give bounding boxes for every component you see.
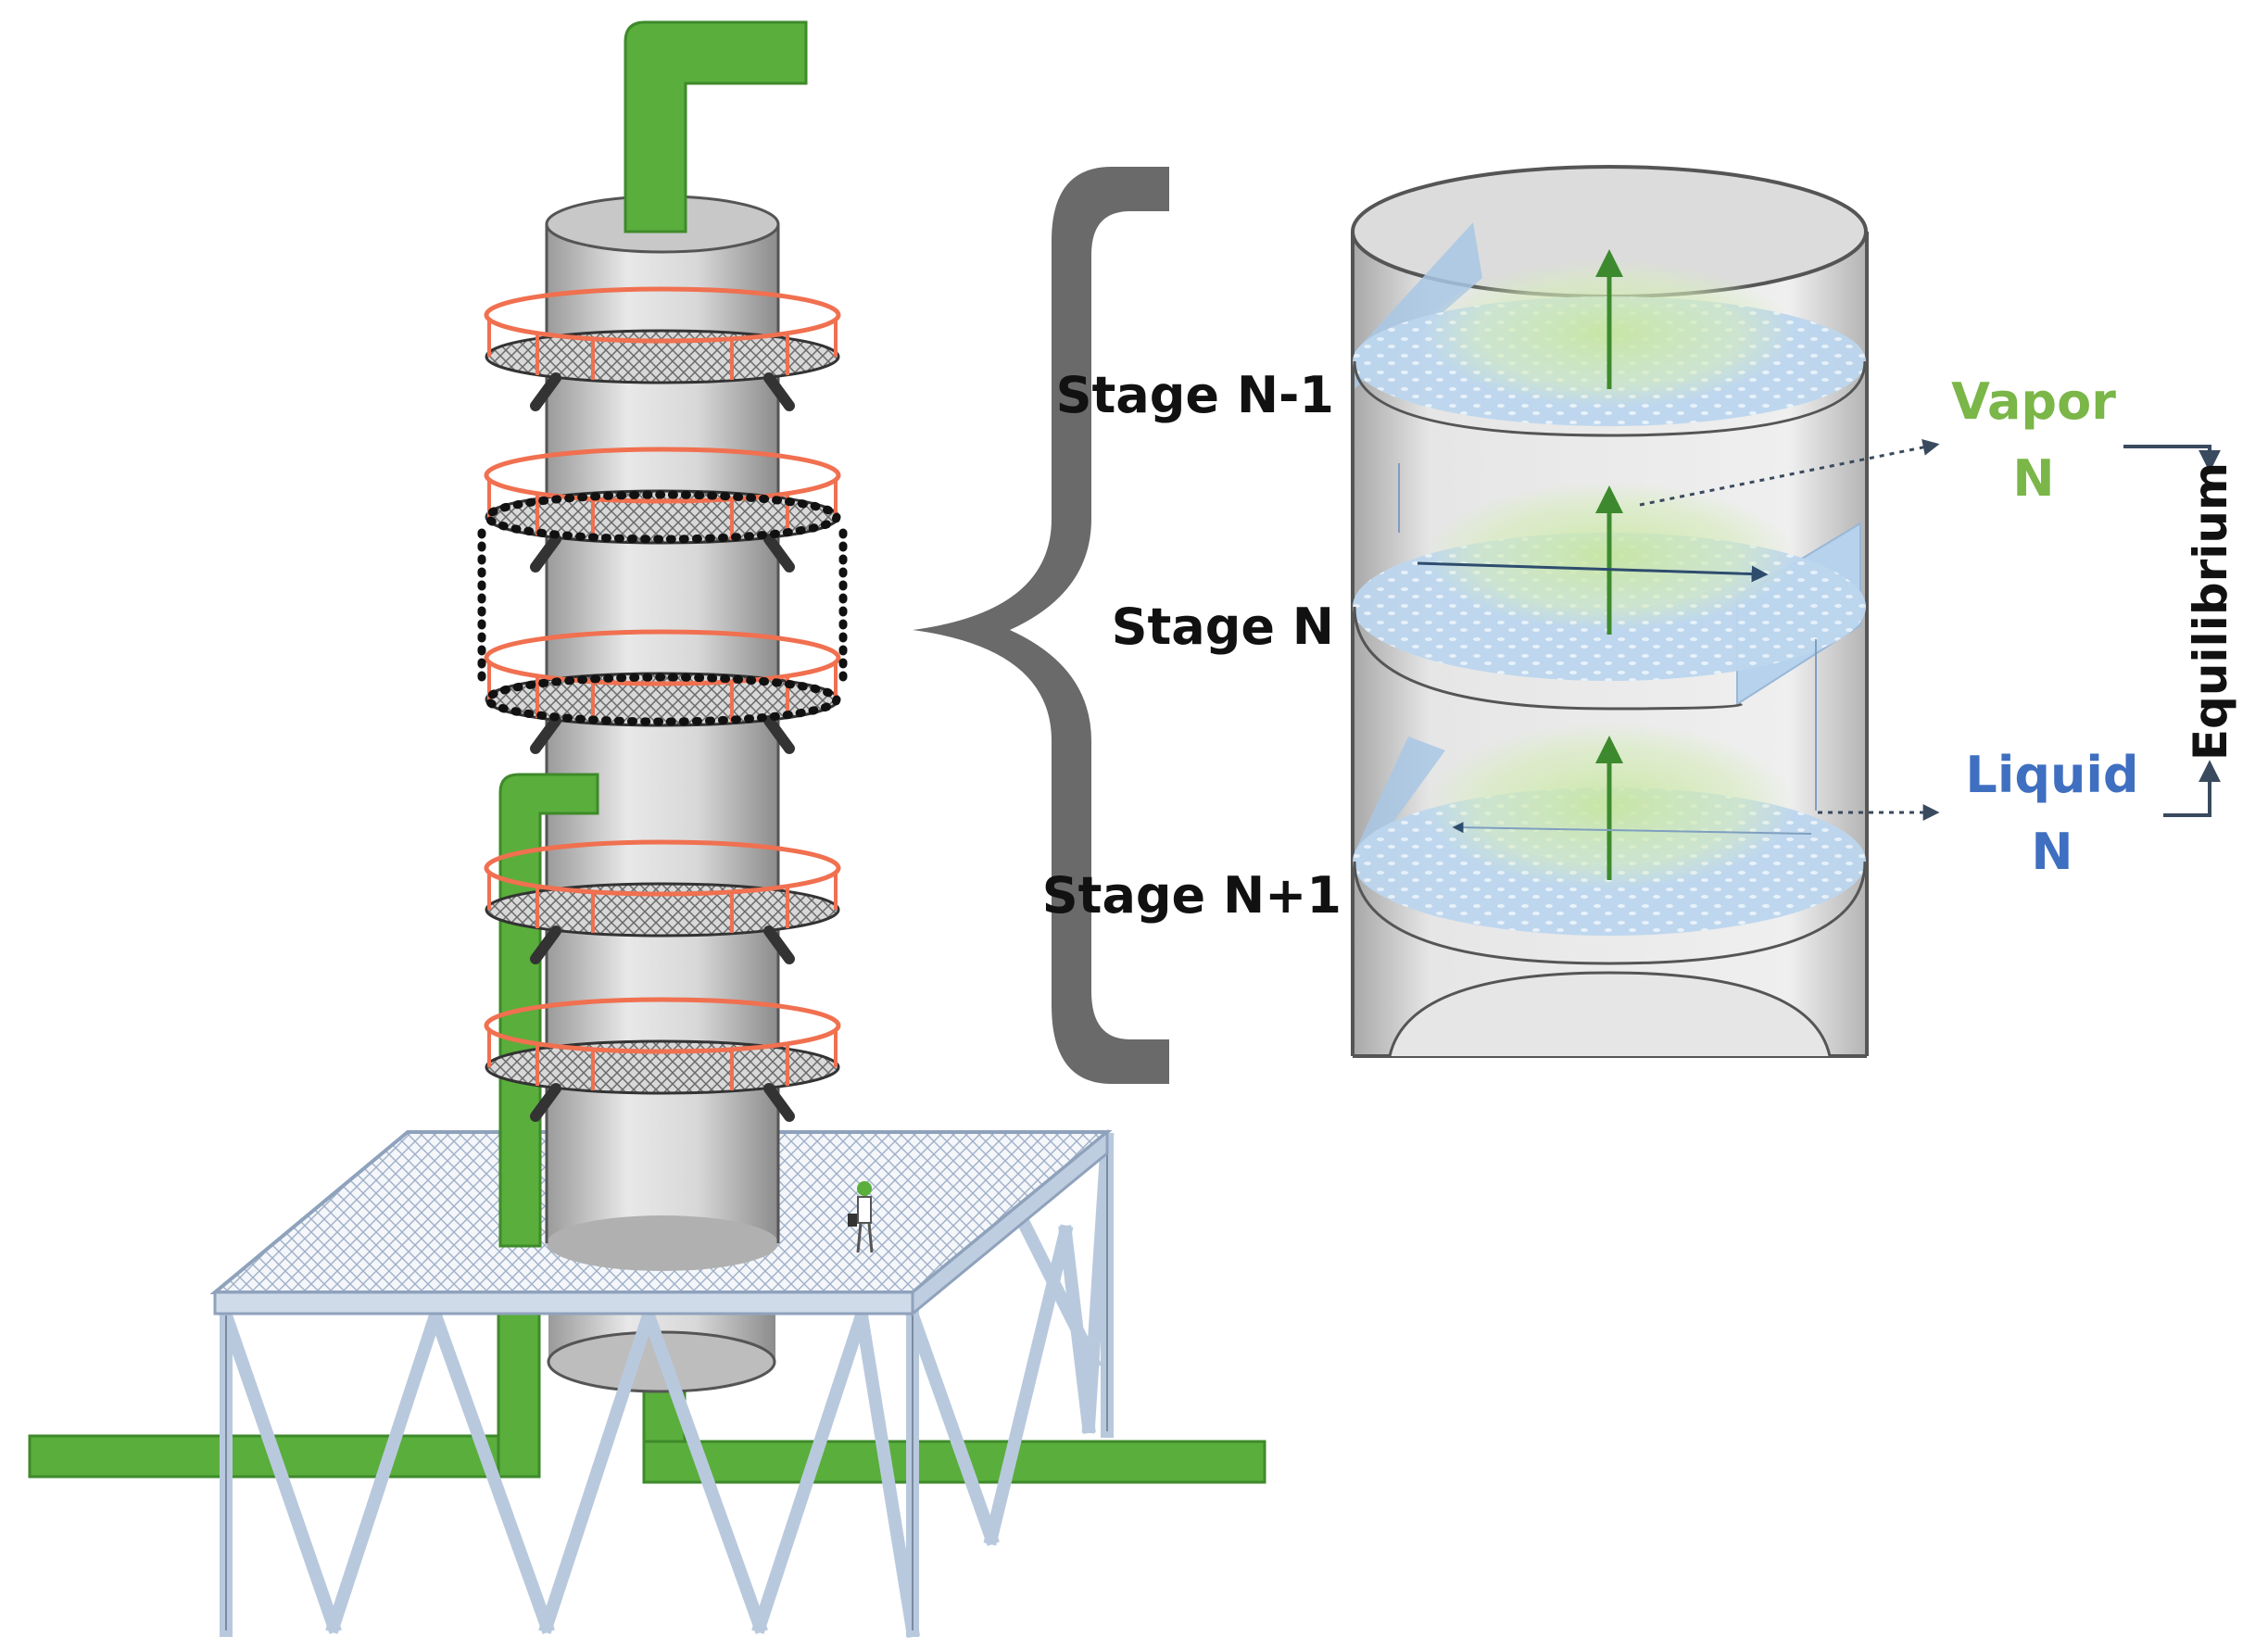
- vapor-label-line1: Vapor: [1951, 372, 2116, 431]
- stage-highlight-dots: [477, 490, 848, 726]
- equilibrium-label: Equilibrium: [2184, 462, 2237, 761]
- top-vapor-pipe: [624, 20, 808, 233]
- walkway-ring-2: [484, 447, 841, 573]
- label-stage-n-plus-1: Stage N+1: [1042, 866, 1342, 925]
- tray-stage-n: [1353, 463, 1866, 711]
- equilibrium-connector-top: [2123, 445, 2221, 472]
- vessel-cutaway: [1351, 165, 1869, 1058]
- vapor-liquid-annotations: Vapor N Liquid N Equilibrium: [1639, 372, 2237, 881]
- liquid-label-line1: Liquid: [1965, 746, 2138, 804]
- platform-deck: [209, 1128, 1113, 1317]
- tray-stage-n-minus-1: [1353, 222, 1867, 437]
- person-figure: [848, 1181, 874, 1253]
- walkway-ring-5: [484, 997, 841, 1122]
- column-scene: [28, 20, 1266, 1639]
- tray-stage-n-plus-1: [1353, 639, 1867, 965]
- platform-supports: [218, 1132, 1115, 1639]
- label-stage-n: Stage N: [1112, 598, 1334, 656]
- label-stage-n-minus-1: Stage N-1: [1056, 366, 1334, 424]
- equilibrium-connector-bottom: [2163, 760, 2221, 817]
- walkway-ring-4: [484, 839, 841, 964]
- vapor-label-line2: N: [2012, 449, 2054, 508]
- liquid-label-line2: N: [2031, 823, 2073, 881]
- curly-brace: [913, 167, 1169, 1084]
- walkway-ring-1: [484, 286, 841, 411]
